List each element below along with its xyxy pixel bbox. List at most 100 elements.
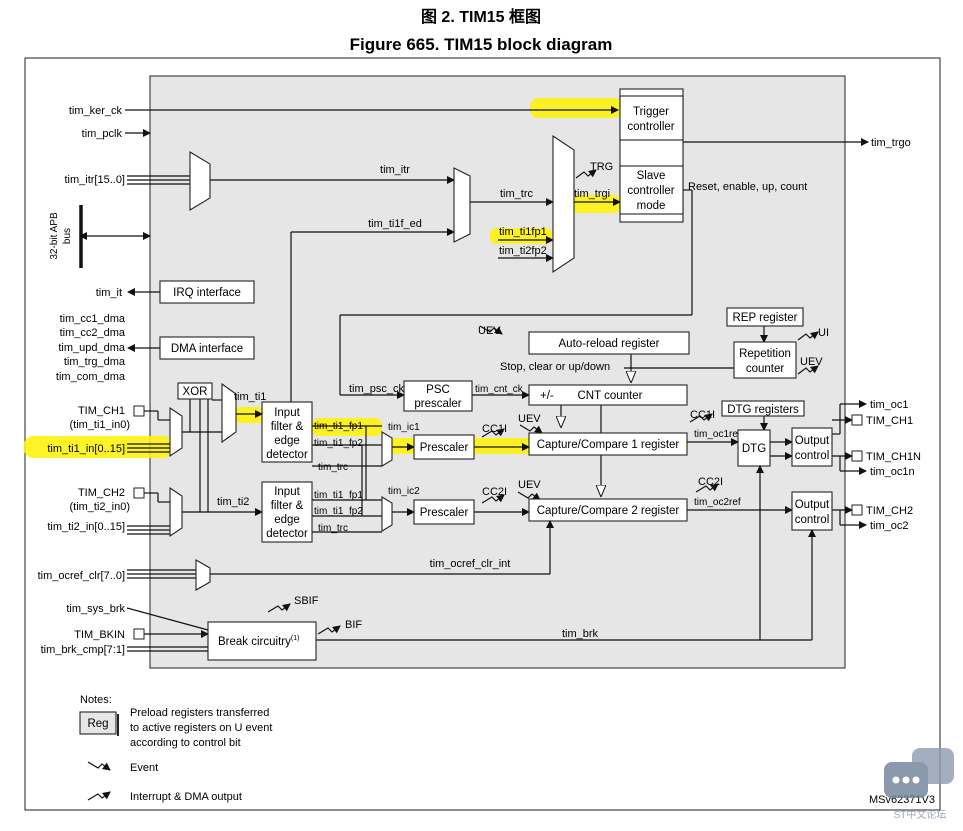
wires-inputs: [127, 396, 719, 535]
label-tim-oc1ref: tim_oc1ref: [694, 429, 741, 440]
label-tim-cnt-ck: tim_cnt_ck: [475, 384, 524, 395]
input-filter-1-label-4: detector: [266, 449, 308, 461]
pin-tim-ch2-out: [851, 504, 863, 516]
label-apb-bus-2: bus: [62, 228, 73, 244]
label-cc2i-b: CC2I: [698, 476, 723, 488]
title-en: Figure 665. TIM15 block diagram: [350, 35, 613, 54]
watermark-dot-1: [892, 776, 900, 784]
label-tim-ch1n: TIM_CH1N: [866, 451, 921, 463]
label-out-tim-ch2: TIM_CH2: [866, 505, 913, 517]
break-circuitry-label: Break circuitry(1): [218, 635, 299, 648]
notes-heading: Notes:: [80, 694, 112, 706]
watermark-text: ST中文论坛: [894, 808, 947, 821]
label-tim-itr: tim_itr[15..0]: [64, 174, 125, 186]
cnt-counter-plusminus: +/-: [540, 390, 554, 402]
psc-prescaler-box: [403, 380, 473, 412]
trigger-controller-label-2: controller: [627, 121, 674, 133]
notes-preload-2: to active registers on U event: [130, 722, 272, 734]
rep-register-box: [726, 307, 804, 327]
label-tim-ocref-clr: tim_ocref_clr[7..0]: [38, 570, 125, 582]
label-tim-brk-cmp: tim_brk_cmp[7:1]: [41, 644, 125, 656]
psc-prescaler-label-1: PSC: [426, 384, 450, 396]
label-tim-ti1fp1-top: tim_ti1fp1: [499, 226, 547, 238]
dtg-box: [737, 429, 771, 467]
label-tim-ti2: tim_ti2: [217, 496, 249, 508]
output-control-2-box: [791, 491, 833, 531]
label-sbif: SBIF: [294, 595, 319, 607]
wires-bottom: [126, 465, 816, 652]
wires-top: [79, 106, 869, 404]
notes-event-label: Event: [130, 762, 158, 774]
label-tim-psc-ck: tim_psc_ck: [349, 383, 405, 395]
notes-reg-label: Reg: [87, 718, 108, 730]
label-tim-ti2-in0: (tim_ti2_in0): [69, 501, 130, 513]
notes-reg-box: [79, 711, 117, 735]
label-stop-clear: Stop, clear or up/down: [500, 361, 610, 373]
label-uev-1: UEV: [478, 325, 501, 337]
label-tim-trgo: tim_trgo: [871, 137, 911, 149]
prescaler-2-box: [413, 499, 475, 525]
pin-tim-ch1n-out: [851, 450, 863, 462]
label-tim-cc2-dma: tim_cc2_dma: [60, 327, 126, 339]
label-tim-trgi: tim_trgi: [574, 188, 610, 200]
label-tim-ch1-in: TIM_CH1: [78, 405, 125, 417]
notes-preload-1: Preload registers transferred: [130, 707, 269, 719]
rep-register-label: REP register: [733, 312, 798, 324]
label-cc1i-a: CC1I: [482, 423, 507, 435]
output-control-1-label-1: Output: [795, 435, 830, 447]
label-tim-ti1-fp2-b: tim_ti1_fp2: [314, 506, 363, 517]
label-out-tim-ch1: TIM_CH1: [866, 415, 913, 427]
highlight-trigger: [530, 98, 622, 118]
label-tim-it: tim_it: [96, 287, 122, 299]
output-control-2-label-1: Output: [795, 499, 830, 511]
forum-watermark: ST中文论坛: [884, 748, 954, 821]
input-filter-2-label-1: Input: [274, 486, 300, 498]
pin-tim-ch1-in: [133, 405, 145, 417]
capture-compare-2-label: Capture/Compare 2 register: [537, 505, 680, 517]
ti2-input-mux: [169, 486, 183, 538]
capture-compare-1-label: Capture/Compare 1 register: [537, 439, 680, 451]
notes-event-icon: [87, 761, 111, 771]
label-tim-ti1-in0: (tim_ti1_in0): [69, 419, 130, 431]
xor-box: [177, 382, 213, 400]
prescaler-1-box: [413, 434, 475, 460]
highlight-trgi: [572, 195, 620, 213]
ti1-xor-mux: [221, 382, 237, 444]
input-filter-2-label-2: filter &: [271, 500, 304, 512]
notes-interrupt-label: Interrupt & DMA output: [130, 791, 242, 803]
dtg-label: DTG: [742, 443, 766, 455]
dtg-registers-label: DTG registers: [727, 404, 799, 416]
slave-controller-label-2: controller: [627, 185, 674, 197]
label-tim-oc2: tim_oc2: [870, 520, 909, 532]
capture-compare-1-box: [528, 432, 688, 456]
label-tim-ker-ck: tim_ker_ck: [69, 105, 123, 117]
timer-panel: [149, 75, 846, 669]
label-tim-ocref-clr-int: tim_ocref_clr_int: [430, 558, 511, 570]
label-apb-bus-1: 32-bit APB: [49, 212, 60, 260]
ti1-input-mux: [169, 406, 183, 458]
input-filter-1-box: [261, 401, 313, 463]
label-bif: BIF: [345, 619, 362, 631]
input-filter-2-label-4: detector: [266, 528, 308, 540]
cnt-counter-label: CNT counter: [578, 390, 643, 402]
xor-label: XOR: [183, 386, 208, 398]
label-tim-bkin: TIM_BKIN: [74, 629, 125, 641]
trigger-controller-label-1: Trigger: [633, 106, 669, 118]
auto-reload-box: [528, 331, 690, 355]
label-tim-oc1: tim_oc1: [870, 399, 909, 411]
break-circuitry-sup: (1): [291, 635, 300, 642]
irq-interface-box: [159, 280, 255, 304]
label-tim-oc2ref: tim_oc2ref: [694, 497, 741, 508]
label-tim-trc-b: tim_trc: [318, 523, 348, 534]
prescaler-1-label: Prescaler: [420, 442, 469, 454]
highlight-ti1: [234, 407, 264, 423]
title-cn: 图 2. TIM15 框图: [421, 7, 541, 26]
break-circuitry-box: [207, 621, 317, 661]
label-tim-ti1: tim_ti1: [234, 391, 266, 403]
irq-interface-label: IRQ interface: [173, 287, 241, 299]
label-tim-ti1-fp2-a: tim_ti1_fp2: [314, 438, 363, 449]
trc-mux: [453, 167, 471, 243]
auto-reload-label: Auto-reload register: [559, 338, 660, 350]
label-tim-ic2: tim_ic2: [388, 486, 420, 497]
label-tim-sys-brk: tim_sys_brk: [66, 603, 125, 615]
